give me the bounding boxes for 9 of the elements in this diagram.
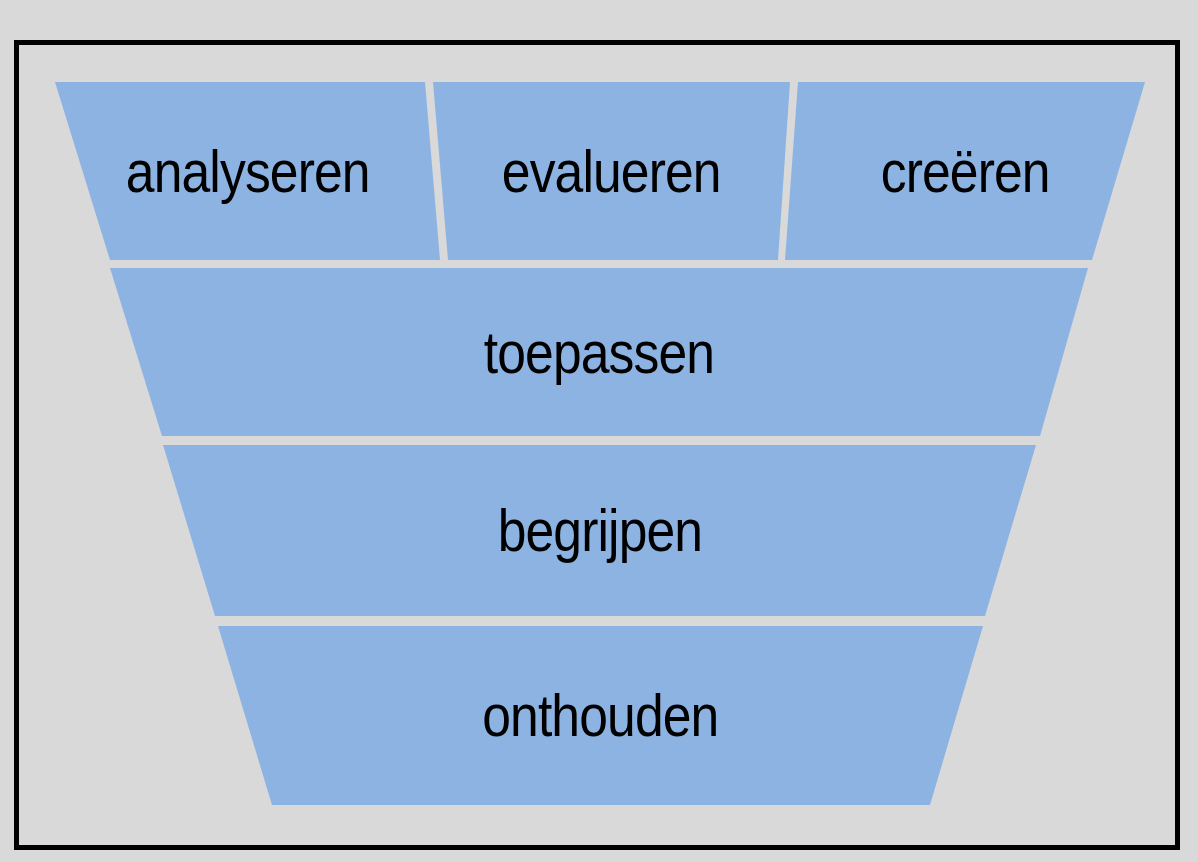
trapezoid-segment <box>785 82 1145 260</box>
segment-label: begrijpen <box>497 496 702 565</box>
segment-label: toepassen <box>483 317 715 387</box>
segment-label: creëren <box>880 136 1050 206</box>
segment-label: onthouden <box>482 681 719 750</box>
trapezoid-segment <box>55 82 440 260</box>
trapezoid-segment <box>433 82 790 260</box>
segment-label: evalueren <box>502 136 721 206</box>
segment-label: analyseren <box>125 136 370 206</box>
